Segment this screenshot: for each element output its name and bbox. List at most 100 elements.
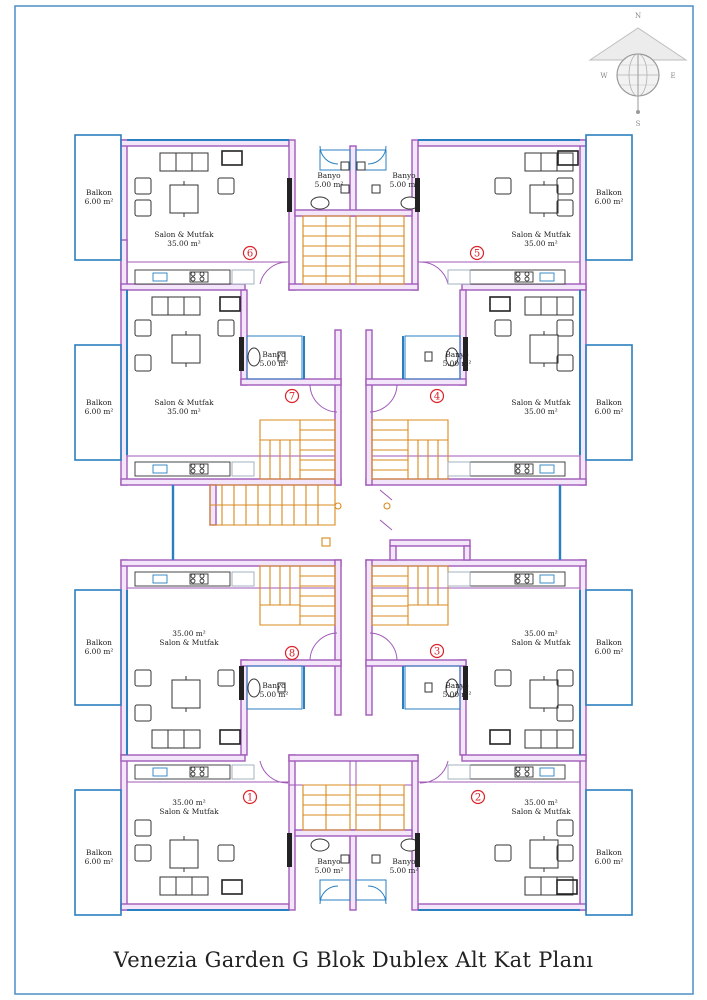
banyo-label: Banyo [445, 350, 469, 359]
balkon-area: 6.00 m² [595, 857, 624, 866]
stair-lower-right [371, 565, 449, 626]
dining-table [171, 679, 201, 709]
stair-middle-left [209, 484, 336, 526]
unit-number-5: 5 [474, 249, 480, 260]
balcony-upper-mid-left [74, 344, 122, 461]
kitchen-counter [134, 764, 231, 780]
salon-label: Salon & Mutfak [511, 230, 571, 239]
unit-marker-7 [284, 388, 300, 404]
salon-area: 35.00 m² [524, 407, 558, 416]
balcony-upper-mid-right [585, 344, 633, 461]
banyo-area: 5.00 m² [390, 180, 419, 189]
bathroom-fixtures [246, 145, 461, 905]
balkon-area: 6.00 m² [85, 197, 114, 206]
balcony-bottom-right [585, 789, 633, 916]
balconies [74, 134, 633, 916]
kitchen-counter [134, 571, 231, 587]
balcony-lower-mid-right [585, 589, 633, 706]
balkon-area: 6.00 m² [595, 197, 624, 206]
salon-area: 35.00 m² [172, 629, 206, 638]
balcony-lower-mid-left [74, 589, 122, 706]
balkon-label: Balkon [86, 398, 112, 407]
balkon-label: Balkon [86, 848, 112, 857]
armchair [556, 669, 574, 687]
balkon-label: Balkon [86, 188, 112, 197]
balkon-label: Balkon [596, 188, 622, 197]
banyo-area: 5.00 m² [390, 866, 419, 875]
dining-table [169, 184, 199, 214]
armchair [134, 704, 152, 722]
unit-marker-5 [469, 245, 485, 261]
compass-n: N [635, 12, 641, 20]
balcony-top-right [585, 134, 633, 261]
unit-marker-1 [242, 789, 258, 805]
salon-label: Salon & Mutfak [159, 638, 219, 647]
kitchen-counter [134, 461, 231, 477]
doors [259, 261, 449, 784]
balkon-area: 6.00 m² [595, 407, 624, 416]
banyo-area: 5.00 m² [443, 359, 472, 368]
balcony-bottom-left [74, 789, 122, 916]
balkon-area: 6.00 m² [595, 647, 624, 656]
armchair [556, 354, 574, 372]
salon-area: 35.00 m² [167, 407, 201, 416]
armchair [134, 354, 152, 372]
salon-area: 35.00 m² [524, 798, 558, 807]
unit-marker-4 [429, 388, 445, 404]
armchair [134, 844, 152, 862]
salon-area: 35.00 m² [167, 239, 201, 248]
armchair [217, 844, 235, 862]
unit-number-3: 3 [434, 647, 440, 658]
armchair [217, 319, 235, 337]
armchair [494, 669, 512, 687]
banyo-label: Banyo [262, 681, 286, 690]
unit-number-4: 4 [434, 392, 440, 403]
armchair [134, 319, 152, 337]
balkon-label: Balkon [596, 398, 622, 407]
sofa [524, 296, 574, 316]
sofa [151, 729, 201, 749]
salon-area: 35.00 m² [524, 629, 558, 638]
sofa [524, 876, 574, 896]
balkon-label: Balkon [86, 638, 112, 647]
unit-number-6: 6 [247, 249, 253, 260]
unit-number-1: 1 [247, 793, 253, 804]
sofa [159, 876, 209, 896]
stair-upper-left [259, 419, 336, 480]
banyo-label: Banyo [445, 681, 469, 690]
banyo-label: Banyo [392, 171, 416, 180]
stair-bottom-right [355, 784, 405, 831]
compass-w: W [600, 72, 608, 80]
plan-title: Venezia Garden G Blok Dublex Alt Kat Pla… [113, 948, 594, 972]
armchair [556, 319, 574, 337]
furniture [134, 150, 579, 896]
balkon-area: 6.00 m² [85, 647, 114, 656]
balkon-label: Balkon [596, 638, 622, 647]
banyo-area: 5.00 m² [315, 180, 344, 189]
balkon-area: 6.00 m² [85, 407, 114, 416]
dining-table [529, 184, 559, 214]
banyo-area: 5.00 m² [260, 359, 289, 368]
unit-number-7: 7 [289, 392, 295, 403]
balkon-label: Balkon [596, 848, 622, 857]
banyo-label: Banyo [317, 171, 341, 180]
armchair [556, 704, 574, 722]
dining-table [529, 334, 559, 364]
banyo-area: 5.00 m² [315, 866, 344, 875]
unit-number-8: 8 [289, 649, 295, 660]
salon-area: 35.00 m² [524, 239, 558, 248]
unit-marker-2 [470, 789, 486, 805]
armchair [134, 819, 152, 837]
banyo-area: 5.00 m² [443, 690, 472, 699]
banyo-label: Banyo [262, 350, 286, 359]
armchair [556, 844, 574, 862]
dining-table [169, 839, 199, 869]
dining-table [171, 334, 201, 364]
sofa [524, 729, 574, 749]
kitchen-counter [134, 269, 231, 285]
walls [120, 139, 587, 911]
salon-label: Salon & Mutfak [511, 398, 571, 407]
